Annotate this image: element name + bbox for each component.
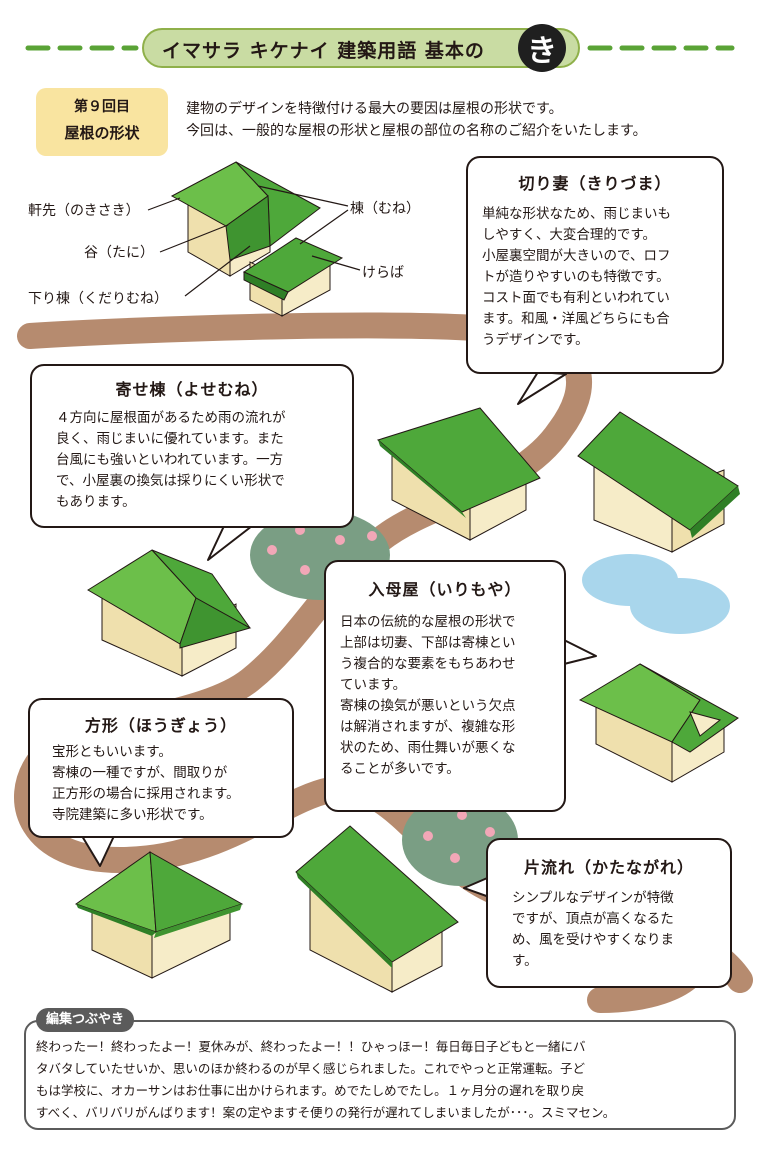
text-line: うデザインです。 [482, 332, 589, 348]
bubble-title: 片流れ（かたながれ） [523, 858, 694, 877]
bubble-irimoya: 入母屋（いりもや） 日本の伝統的な屋根の形状で 上部は切妻、下部は寄棟とい う複… [324, 560, 566, 812]
text-line: 宝形ともいいます。 [52, 744, 172, 760]
leader-lines [147, 185, 361, 297]
bubble-body: 日本の伝統的な屋根の形状で 上部は切妻、下部は寄棟とい う複合的な要素をもちあわ… [340, 612, 564, 780]
text-line: す。 [512, 953, 538, 969]
house-katanagare [295, 825, 459, 993]
editor-note-tag: 編集つぶやき [36, 1008, 135, 1032]
text-line: で、小屋裏の換気は採りにくい形状で [56, 473, 285, 489]
parts-diagram-house [170, 161, 344, 317]
bubble-yosemune: 寄せ棟（よせむね） ４方向に屋根面があるため雨の流れが 良く、雨じまいに優れてい… [30, 364, 354, 528]
bubble-body: ４方向に屋根面があるため雨の流れが 良く、雨じまいに優れています。また 台風にも… [56, 408, 352, 513]
text-line: すべく、バリバリがんばります！案の定やますそ便りの発行が遅れてしまいましたが･･… [36, 1105, 616, 1120]
bubble-body: 宝形ともいいます。 寄棟の一種ですが、間取りが 正方形の場合に採用されます。 寺… [52, 742, 292, 826]
house-kirizuma-1 [376, 407, 541, 541]
episode-box: 第９回目 屋根の形状 [36, 88, 168, 156]
editor-note-text: 終わったー！終わったよー！夏休みが、終わったよー！！ひゃっほー！毎日毎日子どもと… [36, 1036, 726, 1124]
text-line: 上部は切妻、下部は寄棟とい [340, 635, 516, 651]
bubble-katanagare: 片流れ（かたながれ） シンプルなデザインが特徴 ですが、頂点が高くなるた め、風… [486, 838, 732, 988]
intro-line: 建物のデザインを特徴付ける最大の要因は屋根の形状です。 [186, 101, 563, 117]
episode-number: 第９回目 [74, 99, 130, 115]
text-line: トが造りやすいのも特徴です。 [482, 269, 670, 285]
text-line: ます。和風・洋風どちらにも合 [482, 311, 670, 327]
text-line: 寄棟の一種ですが、間取りが [52, 765, 228, 781]
text-line: シンプルなデザインが特徴 [512, 890, 674, 906]
text-line: もあります。 [56, 494, 136, 510]
series-title: イマサラ キケナイ 建築用語 基本の [162, 40, 485, 62]
text-line: ですが、頂点が高くなるた [512, 911, 674, 927]
text-line: 寄棟の換気が悪いという欠点 [340, 698, 516, 714]
text-line: 正方形の場合に採用されます。 [52, 786, 240, 802]
bubble-hougyou: 方形（ほうぎょう） 宝形ともいいます。 寄棟の一種ですが、間取りが 正方形の場合… [28, 698, 294, 838]
intro-line: 今回は、一般的な屋根の形状と屋根の部位の名称のご紹介をいたします。 [186, 123, 647, 139]
text-line: 日本の伝統的な屋根の形状で [340, 614, 516, 630]
label-tani: 谷（たに） [84, 245, 154, 261]
text-line: 小屋裏空間が大きいので、ロフ [482, 248, 671, 264]
text-line: 寺院建築に多い形状です。 [52, 807, 213, 823]
intro-text: 建物のデザインを特徴付ける最大の要因は屋根の形状です。 今回は、一般的な屋根の形… [186, 98, 647, 142]
pond [582, 554, 730, 634]
label-nokisaki: 軒先（のきさき） [28, 203, 140, 219]
episode-title: 屋根の形状 [64, 124, 140, 142]
bubble-kirizuma: 切り妻（きりづま） 単純な形状なため、雨じまいも しやすく、大変合理的です。 小… [466, 156, 724, 374]
text-line: め、風を受けやすくなりま [512, 932, 674, 948]
label-keraba: けらば [362, 265, 404, 281]
text-line: ４方向に屋根面があるため雨の流れが [56, 410, 286, 426]
bubble-title: 方形（ほうぎょう） [84, 716, 238, 735]
header-banner [142, 28, 580, 68]
text-line: ることが多いです。 [340, 761, 460, 777]
house-yosemune [87, 549, 252, 677]
text-line: 良く、雨じまいに優れています。また [56, 431, 284, 447]
text-line: ています。 [340, 677, 407, 693]
text-line: もは学校に、オカーサンはお仕事に出かけられます。めでたしめでたし。１ヶ月分の遅れ… [36, 1083, 585, 1098]
label-kudarimune: 下り棟（くだりむね） [28, 291, 168, 307]
text-line: 単純な形状なため、雨じまいも [482, 206, 671, 222]
bubble-tails [81, 371, 597, 899]
bubble-body: 単純な形状なため、雨じまいも しやすく、大変合理的です。 小屋裏空間が大きいので… [482, 204, 722, 351]
label-mune: 棟（むね） [350, 201, 420, 217]
series-badge: き [518, 24, 566, 72]
bubble-body: シンプルなデザインが特徴 ですが、頂点が高くなるた め、風を受けやすくなりま す… [512, 888, 730, 972]
editor-note-box [24, 1020, 736, 1130]
house-hougyou [74, 851, 244, 979]
text-line: 状のため、雨仕舞いが悪くな [340, 740, 516, 756]
text-line: タバタしていたせいか、思いのほか終わるのが早く感じられました。これでやっと正常運… [36, 1061, 586, 1076]
text-line: 終わったー！終わったよー！夏休みが、終わったよー！！ひゃっほー！毎日毎日子どもと… [36, 1039, 586, 1054]
bubble-title: 切り妻（きりづま） [518, 174, 672, 193]
text-line: は解消されますが、複雑な形 [340, 719, 516, 735]
text-line: コスト面でも有利といわれてい [482, 290, 670, 306]
text-line: 台風にも強いといわれています。一方 [56, 452, 284, 468]
house-kirizuma-2 [577, 411, 740, 553]
house-irimoya [578, 663, 739, 783]
text-line: う複合的な要素をもちあわせ [340, 656, 516, 672]
bubble-title: 入母屋（いりもや） [368, 580, 522, 599]
bubble-title: 寄せ棟（よせむね） [115, 380, 269, 399]
text-line: しやすく、大変合理的です。 [482, 227, 657, 243]
